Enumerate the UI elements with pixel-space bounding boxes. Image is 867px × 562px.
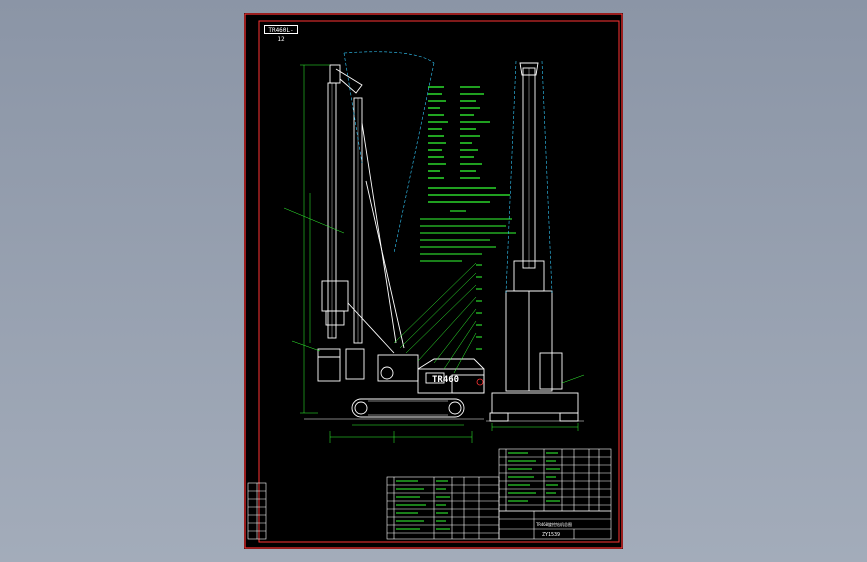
part-balloons	[476, 264, 482, 350]
parts-list-lower-text	[396, 480, 450, 530]
tech-notes	[420, 210, 516, 262]
outer-border	[244, 13, 623, 549]
drawing-sheet: TR460L-12	[244, 13, 623, 549]
front-view-guides	[505, 60, 553, 294]
cad-drawing: TR460	[244, 13, 623, 549]
spec-table	[428, 86, 510, 203]
machine-label: TR460	[432, 375, 459, 385]
front-view-dimensions	[491, 374, 585, 431]
inner-border	[258, 20, 620, 543]
swing-arc	[343, 51, 435, 254]
rig-side-view	[304, 64, 485, 420]
parts-list-upper	[498, 448, 612, 512]
parts-list-lower	[386, 476, 500, 540]
highlight-marker	[476, 378, 484, 386]
title-block	[498, 510, 612, 540]
title-part-name: TR460旋挖钻机总图	[536, 521, 572, 527]
title-drawing-code: ZY1539	[542, 532, 560, 538]
rig-front-view	[486, 62, 584, 422]
parts-list-upper-text	[508, 452, 560, 502]
figure-tag: TR460L-12	[264, 25, 298, 43]
left-margin-table	[247, 482, 267, 540]
side-view-dimensions	[283, 64, 477, 443]
